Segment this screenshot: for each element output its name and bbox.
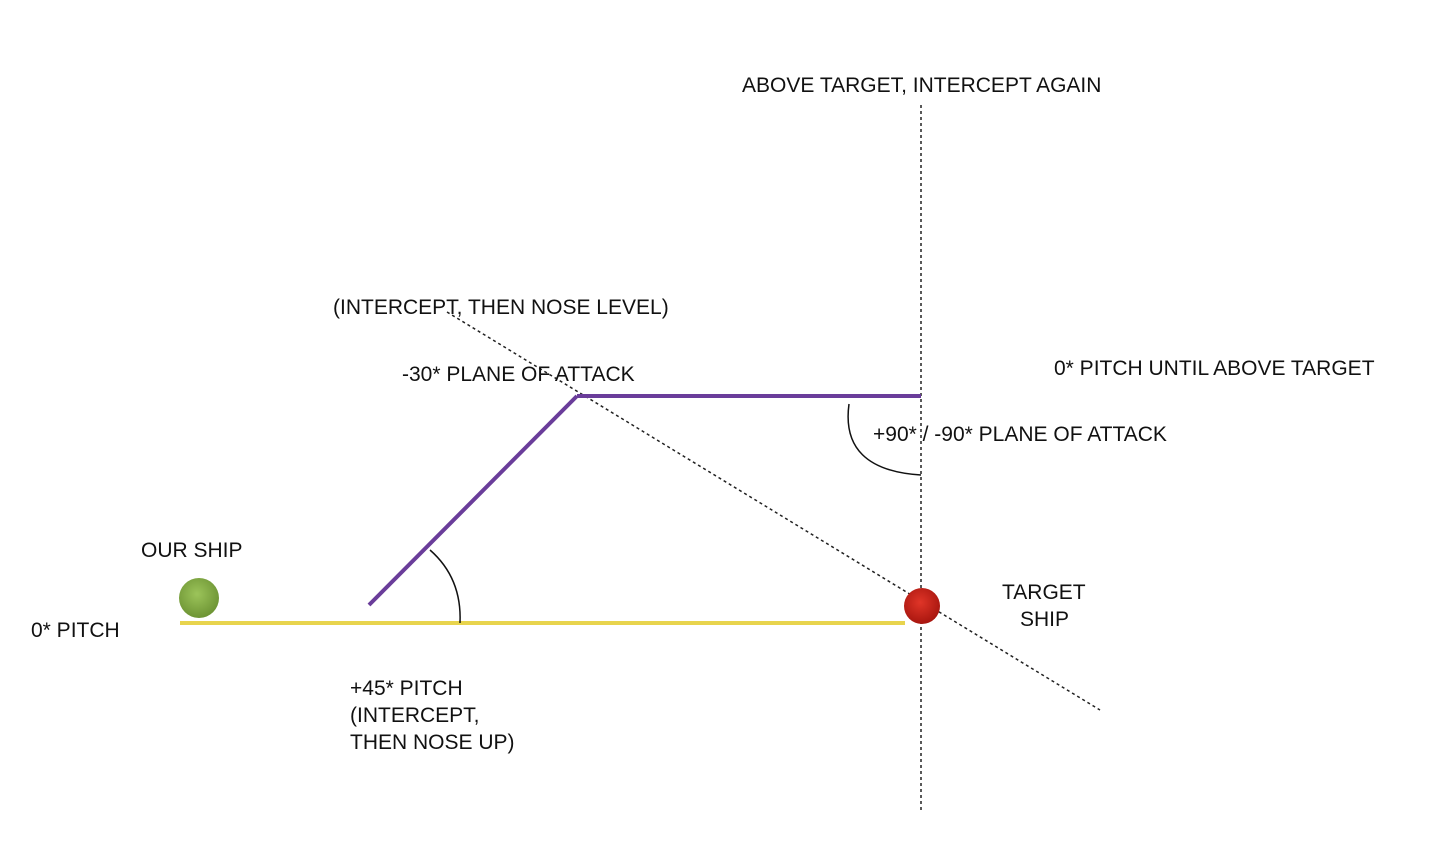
label-plus90-plane: +90* / -90* PLANE OF ATTACK <box>873 423 1167 446</box>
angle-arc-45 <box>429 549 461 624</box>
label-zero-pitch-until-above: 0* PITCH UNTIL ABOVE TARGET <box>1054 357 1375 380</box>
label-zero-pitch: 0* PITCH <box>31 619 120 642</box>
label-plus45-line2: (INTERCEPT, <box>350 704 480 727</box>
label-target-ship-line2: SHIP <box>1020 608 1069 631</box>
label-plus45-line1: +45* PITCH <box>350 677 463 700</box>
intercept-diagonal-dotted-line <box>446 311 1101 711</box>
label-above-target: ABOVE TARGET, INTERCEPT AGAIN <box>742 74 1101 97</box>
our-ship-marker <box>179 578 219 618</box>
label-plus45-line3: THEN NOSE UP) <box>350 731 515 754</box>
climb-attack-path <box>367 394 579 607</box>
angle-arc-90 <box>847 403 922 476</box>
label-minus30-plane: -30* PLANE OF ATTACK <box>402 363 635 386</box>
label-intercept-nose-level: (INTERCEPT, THEN NOSE LEVEL) <box>333 296 669 319</box>
target-ship-marker <box>904 588 940 624</box>
label-our-ship: OUR SHIP <box>141 539 243 562</box>
label-target-ship-line1: TARGET <box>1002 581 1086 604</box>
